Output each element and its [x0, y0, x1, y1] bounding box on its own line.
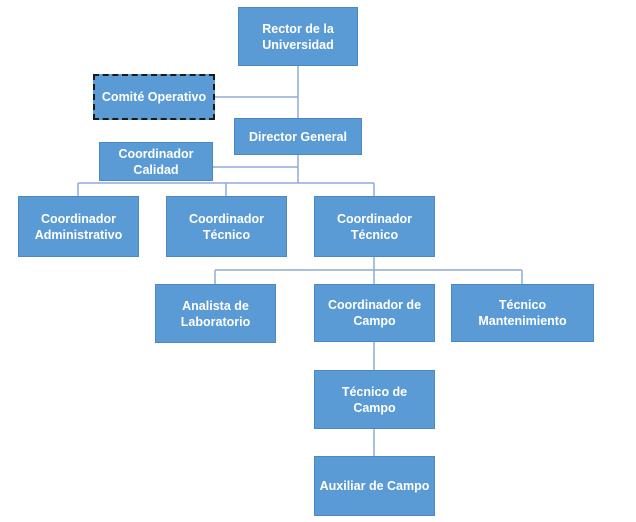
node-coordinador-tecnico-2: Coordinador Técnico — [314, 196, 435, 257]
node-tecnico-campo: Técnico de Campo — [314, 370, 435, 429]
node-coordinador-administrativo: Coordinador Administrativo — [18, 196, 139, 257]
node-coordinador-tecnico-1: Coordinador Técnico — [166, 196, 287, 257]
node-comite-operativo: Comité Operativo — [93, 74, 215, 120]
node-tecnico-mantenimiento: Técnico Mantenimiento — [451, 284, 594, 342]
node-auxiliar-campo: Auxiliar de Campo — [314, 456, 435, 516]
node-coordinador-calidad: Coordinador Calidad — [99, 142, 213, 181]
node-director-general: Director General — [234, 118, 362, 155]
node-rector: Rector de la Universidad — [238, 7, 358, 66]
node-coordinador-campo: Coordinador de Campo — [314, 284, 435, 342]
node-analista-laboratorio: Analista de Laboratorio — [155, 284, 276, 343]
